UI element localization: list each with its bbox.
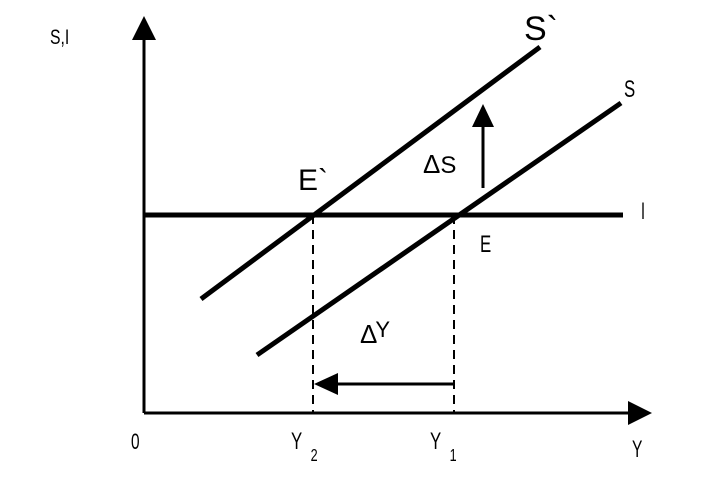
delta-y-arrowhead (314, 373, 338, 395)
origin-label: 0 (131, 430, 140, 454)
saving-shifted-line (199, 44, 542, 302)
delta-y-symbol: Δ (360, 319, 377, 349)
y-axis-label: S,I (50, 25, 69, 49)
saving-original-label: S (624, 76, 635, 103)
y-axis-arrowhead (132, 16, 156, 40)
original-equilibrium-label: E (480, 231, 491, 258)
delta-s-arrowhead (472, 104, 494, 127)
x-axis-label: Y (632, 437, 643, 463)
tick-y1: Y1 (430, 428, 457, 465)
investment-label: I (641, 198, 645, 225)
tick-y2-base: Y (291, 428, 302, 455)
tick-y1-base: Y (430, 428, 441, 455)
tick-y2-sub: 2 (311, 446, 318, 466)
delta-y-text: Y (375, 317, 390, 342)
tick-y1-sub: 1 (450, 446, 457, 466)
new-equilibrium-label: E` (298, 164, 328, 197)
delta-s-text: S (440, 152, 456, 179)
delta-y-label: ΔY (360, 317, 390, 349)
saving-original-line (255, 100, 623, 358)
saving-shifted-label: S` (524, 10, 558, 48)
x-axis-arrowhead (628, 401, 652, 425)
tick-y2: Y2 (291, 428, 318, 465)
delta-s-symbol: Δ (423, 149, 440, 179)
delta-s-label: ΔS (423, 149, 456, 179)
